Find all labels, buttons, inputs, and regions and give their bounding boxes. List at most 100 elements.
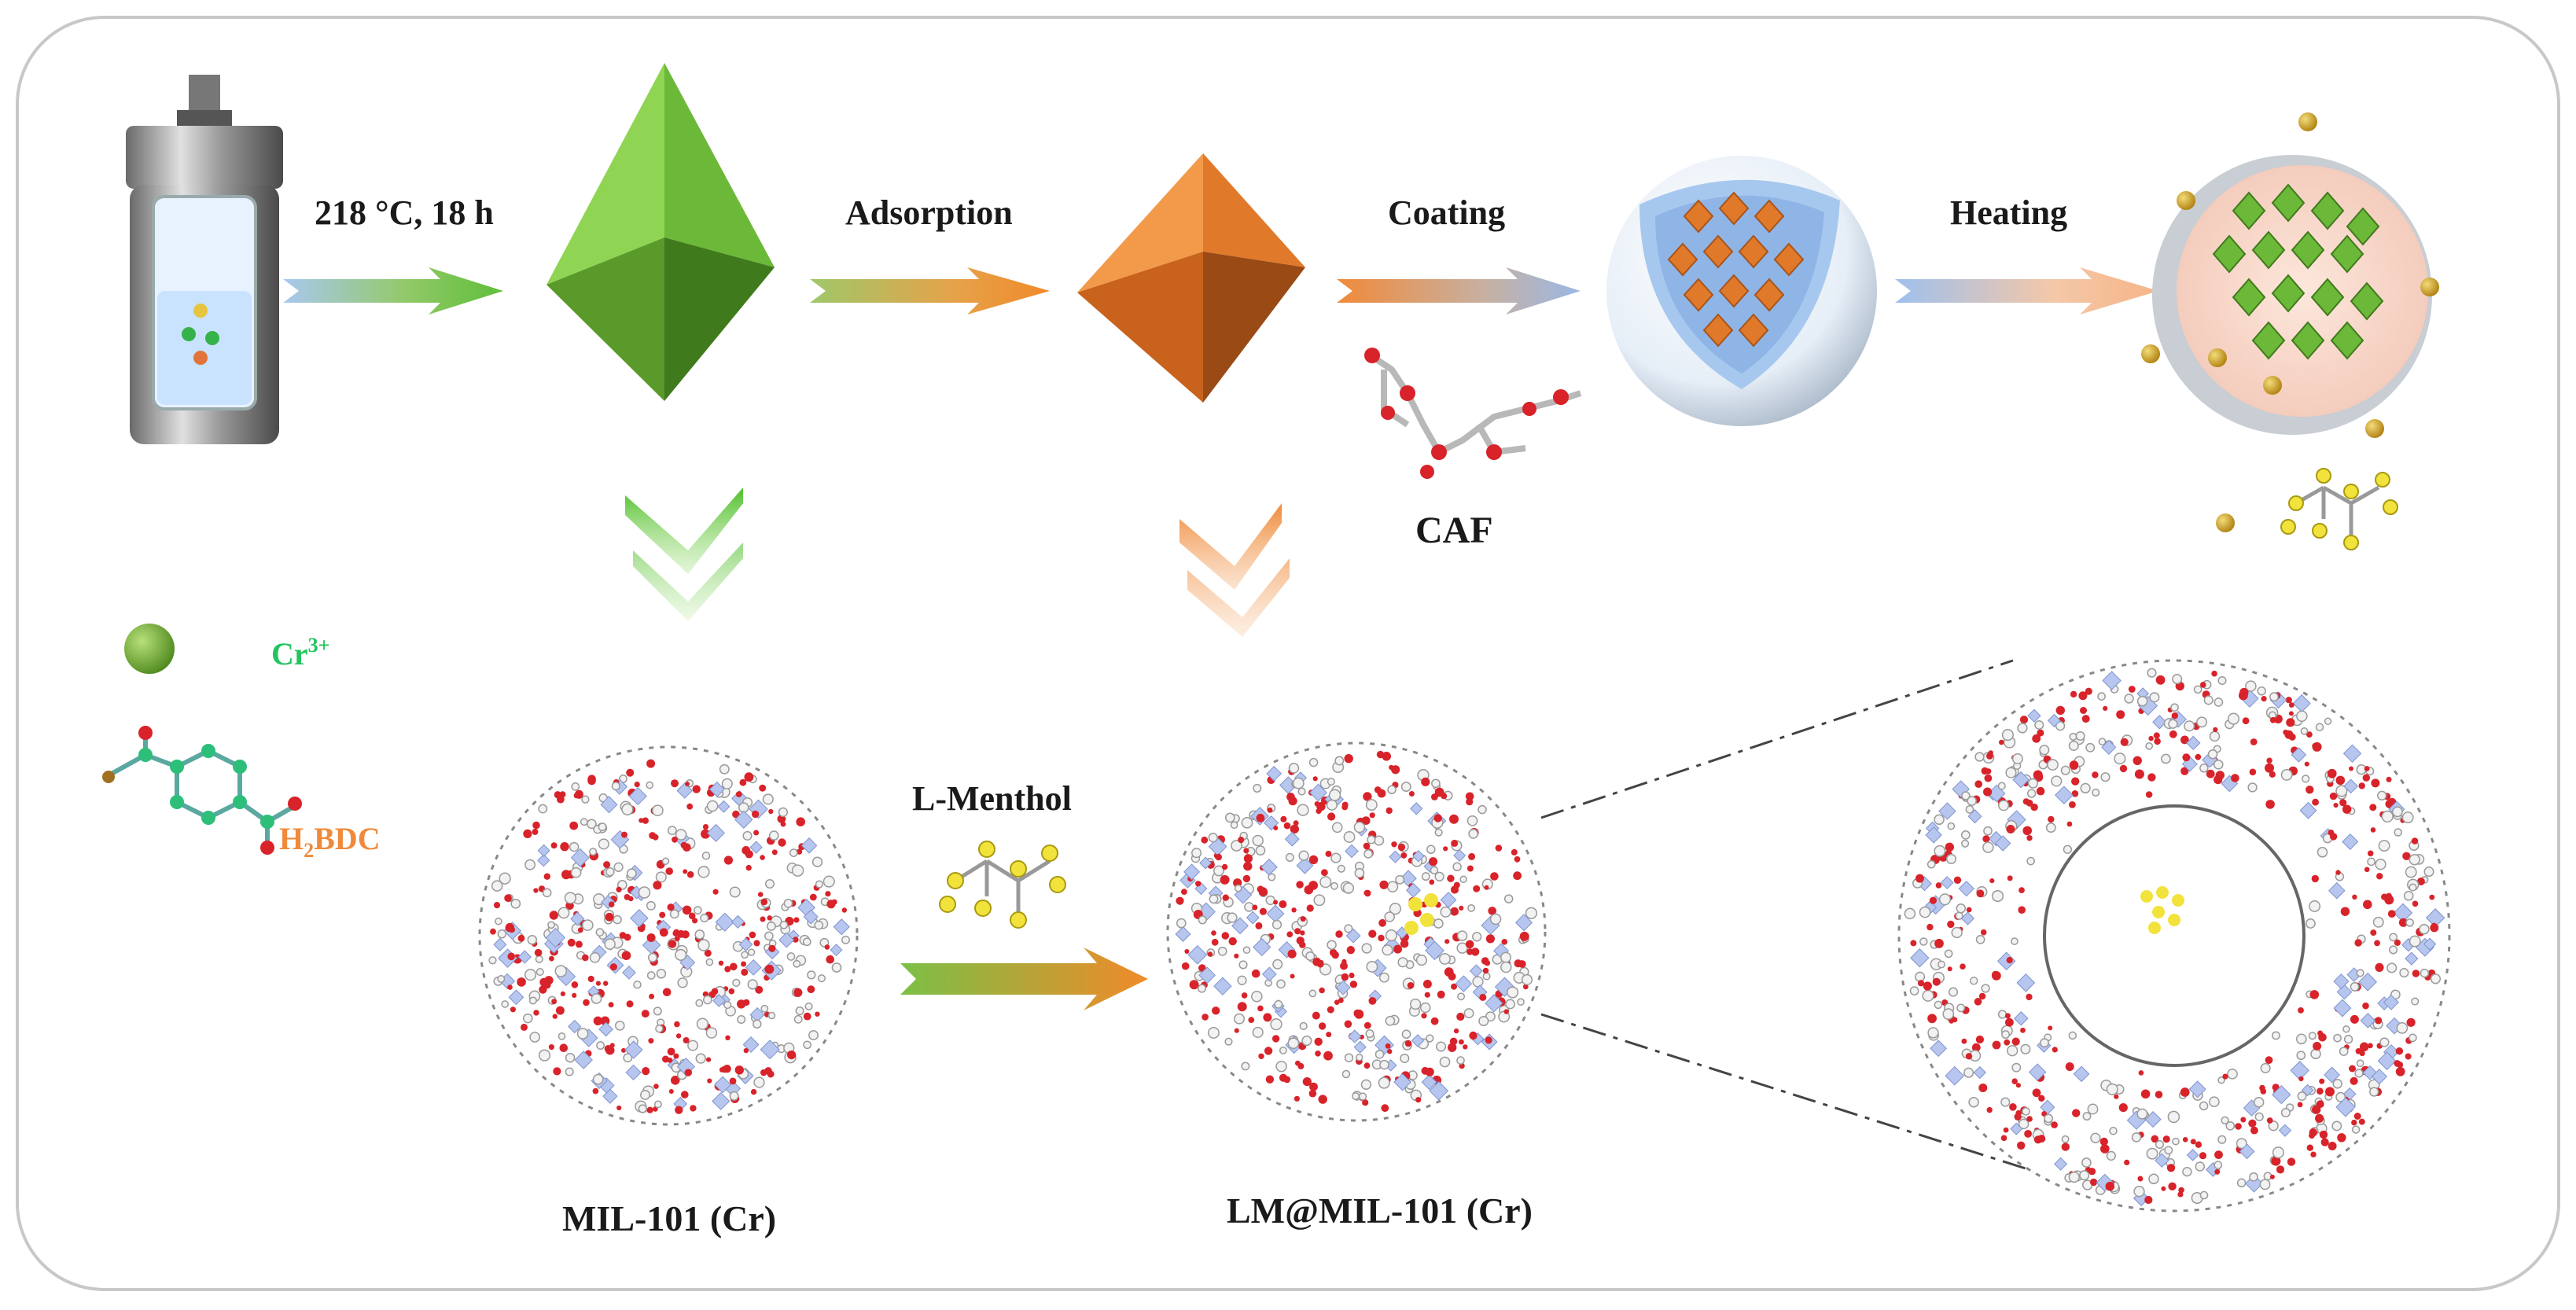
framework-atom — [764, 878, 775, 889]
framework-atom — [2423, 867, 2434, 878]
framework-atom — [793, 959, 801, 968]
framework-atom — [1362, 1099, 1369, 1106]
framework-atom — [2265, 800, 2275, 809]
framework-atom — [2044, 1113, 2053, 1124]
framework-atom — [2389, 933, 2398, 942]
framework-atom — [2055, 721, 2066, 731]
framework-atom — [2360, 1013, 2376, 1028]
framework-atom — [1241, 816, 1253, 829]
framework-atom — [2022, 1107, 2030, 1116]
framework-atom — [1199, 856, 1213, 870]
framework-atom — [1485, 994, 1503, 1013]
framework-atom — [719, 764, 730, 775]
framework-atom — [2352, 894, 2357, 900]
framework-atom — [1503, 894, 1514, 903]
framework-atom — [1929, 896, 1937, 904]
framework-atom — [1341, 1069, 1351, 1079]
framework-atom — [2082, 1112, 2092, 1121]
framework-atom — [1473, 885, 1481, 892]
framework-atom — [686, 870, 694, 878]
framework-atom — [2184, 720, 2195, 732]
framework-atom — [793, 917, 800, 923]
framework-atom — [833, 918, 850, 936]
framework-atom — [1967, 809, 1982, 824]
framework-atom — [2027, 778, 2038, 789]
framework-atom — [1253, 783, 1262, 793]
framework-atom — [1326, 799, 1338, 811]
framework-atom — [2266, 1117, 2273, 1124]
framework-atom — [2271, 1031, 2280, 1040]
framework-atom — [1270, 1017, 1282, 1031]
framework-atom — [1213, 865, 1224, 877]
framework-atom — [1176, 896, 1184, 905]
framework-atom — [1365, 799, 1378, 811]
framework-atom — [1983, 826, 1993, 836]
framework-atom — [2069, 760, 2079, 770]
framework-atom — [1386, 881, 1399, 892]
framework-atom — [791, 864, 804, 877]
framework-atom — [2364, 867, 2370, 873]
framework-atom — [783, 898, 793, 908]
framework-atom — [1287, 949, 1297, 959]
framework-atom — [2006, 957, 2013, 964]
framework-atom — [1986, 753, 1993, 760]
framework-atom — [2358, 782, 2365, 789]
framework-atom — [1514, 914, 1533, 932]
framework-atom — [2395, 1047, 2404, 1055]
framework-atom — [1334, 756, 1345, 766]
framework-atom — [2354, 1069, 2364, 1078]
framework-atom — [1443, 846, 1448, 852]
framework-atom — [646, 900, 656, 911]
framework-atom — [796, 817, 805, 826]
framework-atom — [729, 886, 741, 898]
framework-atom — [1327, 940, 1337, 950]
framework-atom — [803, 1012, 811, 1021]
framework-atom — [2358, 972, 2378, 992]
framework-atom — [2370, 827, 2376, 833]
framework-atom — [1242, 874, 1251, 883]
framework-atom — [559, 1043, 569, 1052]
framework-atom — [2261, 696, 2267, 702]
framework-atom — [2236, 1178, 2247, 1188]
framework-atom — [543, 981, 551, 989]
zoom-guide-line — [1540, 659, 2014, 819]
framework-atom — [1358, 1092, 1367, 1101]
framework-atom — [1522, 984, 1529, 990]
framework-atom — [2375, 859, 2386, 870]
framework-atom — [2118, 1103, 2128, 1113]
framework-atom — [493, 937, 507, 951]
framework-atom — [598, 1021, 613, 1037]
framework-atom — [1191, 848, 1202, 859]
framework-atom — [681, 930, 690, 939]
framework-atom — [1305, 951, 1316, 962]
framework-atom — [2051, 775, 2063, 787]
framework-atom — [2312, 742, 2319, 750]
framework-atom — [538, 1049, 551, 1062]
framework-atom — [2114, 753, 2126, 765]
framework-atom — [2020, 1027, 2026, 1033]
framework-atom — [817, 974, 826, 983]
framework-atom — [1525, 907, 1538, 919]
framework-atom — [1948, 987, 1959, 997]
framework-atom — [2265, 1056, 2273, 1065]
framework-atom — [2269, 771, 2276, 778]
framework-atom — [2309, 900, 2321, 912]
framework-atom — [2199, 764, 2209, 773]
framework-atom — [2367, 850, 2374, 857]
framework-atom — [2339, 799, 2347, 807]
framework-atom — [549, 911, 558, 920]
framework-atom — [2060, 765, 2070, 775]
framework-atom — [2052, 1047, 2058, 1053]
framework-atom — [692, 918, 698, 924]
mil-101-octahedron — [546, 63, 775, 401]
framework-atom — [655, 871, 667, 883]
framework-atom — [757, 892, 764, 897]
framework-atom — [2249, 1172, 2258, 1182]
framework-atom — [760, 916, 766, 922]
framework-atom — [2099, 1137, 2108, 1146]
framework-atom — [708, 781, 725, 797]
framework-atom — [1288, 763, 1300, 774]
framework-atom — [2310, 1151, 2317, 1157]
framework-atom — [697, 939, 710, 951]
framework-atom — [646, 759, 656, 768]
